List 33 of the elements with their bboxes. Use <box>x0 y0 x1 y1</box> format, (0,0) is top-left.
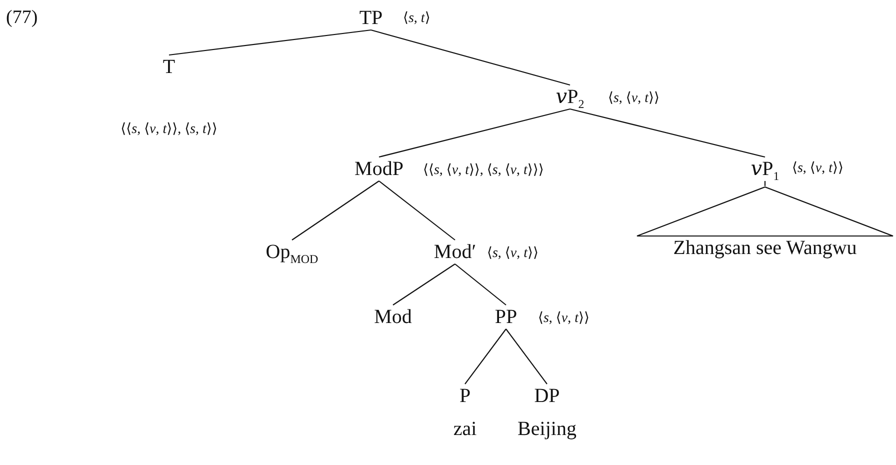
tree-branch <box>370 29 570 86</box>
category-label: PP <box>494 306 518 328</box>
category-label: ModP <box>354 158 404 180</box>
tree-branch <box>378 180 456 240</box>
category-label: Op$_{MOD}$ <box>266 241 318 263</box>
category-label: TP <box>359 7 383 29</box>
category-label: Mod <box>374 306 412 328</box>
category-label: Mod′ <box>434 241 476 263</box>
tree-branch <box>392 264 456 306</box>
terminal-word: zai <box>453 418 477 440</box>
tree-branch <box>464 328 506 384</box>
semantic-type: ⟨s, ⟨v, t⟩⟩ <box>792 161 844 177</box>
category-label: DP <box>533 385 561 407</box>
semantic-type: ⟨s, ⟨v, t⟩⟩ <box>538 311 590 327</box>
semantic-type: ⟨⟨s, ⟨v, t⟩⟩, ⟨s, t⟩⟩ <box>120 122 218 138</box>
tree-branch <box>292 180 380 240</box>
category-label: T <box>162 56 176 78</box>
semantic-type: ⟨s, ⟨v, t⟩⟩ <box>487 246 538 262</box>
tree-branch <box>570 108 766 158</box>
terminal-word: Beijing <box>518 418 576 440</box>
semantic-type: ⟨s, t⟩ <box>403 11 430 27</box>
tree-branch <box>506 328 548 384</box>
terminal-string: Zhangsan see Wangwu <box>672 237 858 259</box>
semantic-type: ⟨s, ⟨v, t⟩⟩ <box>608 91 660 107</box>
semantic-type: ⟨⟨s, ⟨v, t⟩⟩, ⟨s, ⟨v, t⟩⟩⟩ <box>423 163 544 179</box>
tree-branch <box>168 29 372 56</box>
tree-branch <box>764 181 766 186</box>
category-label: 𝑣P$_{2}$ <box>556 86 584 108</box>
tree-branch <box>454 264 506 306</box>
example-number: (77) <box>6 7 38 29</box>
tree-branch <box>378 108 570 158</box>
category-label: 𝑣P$_{1}$ <box>750 158 780 180</box>
category-label: P <box>458 385 472 407</box>
